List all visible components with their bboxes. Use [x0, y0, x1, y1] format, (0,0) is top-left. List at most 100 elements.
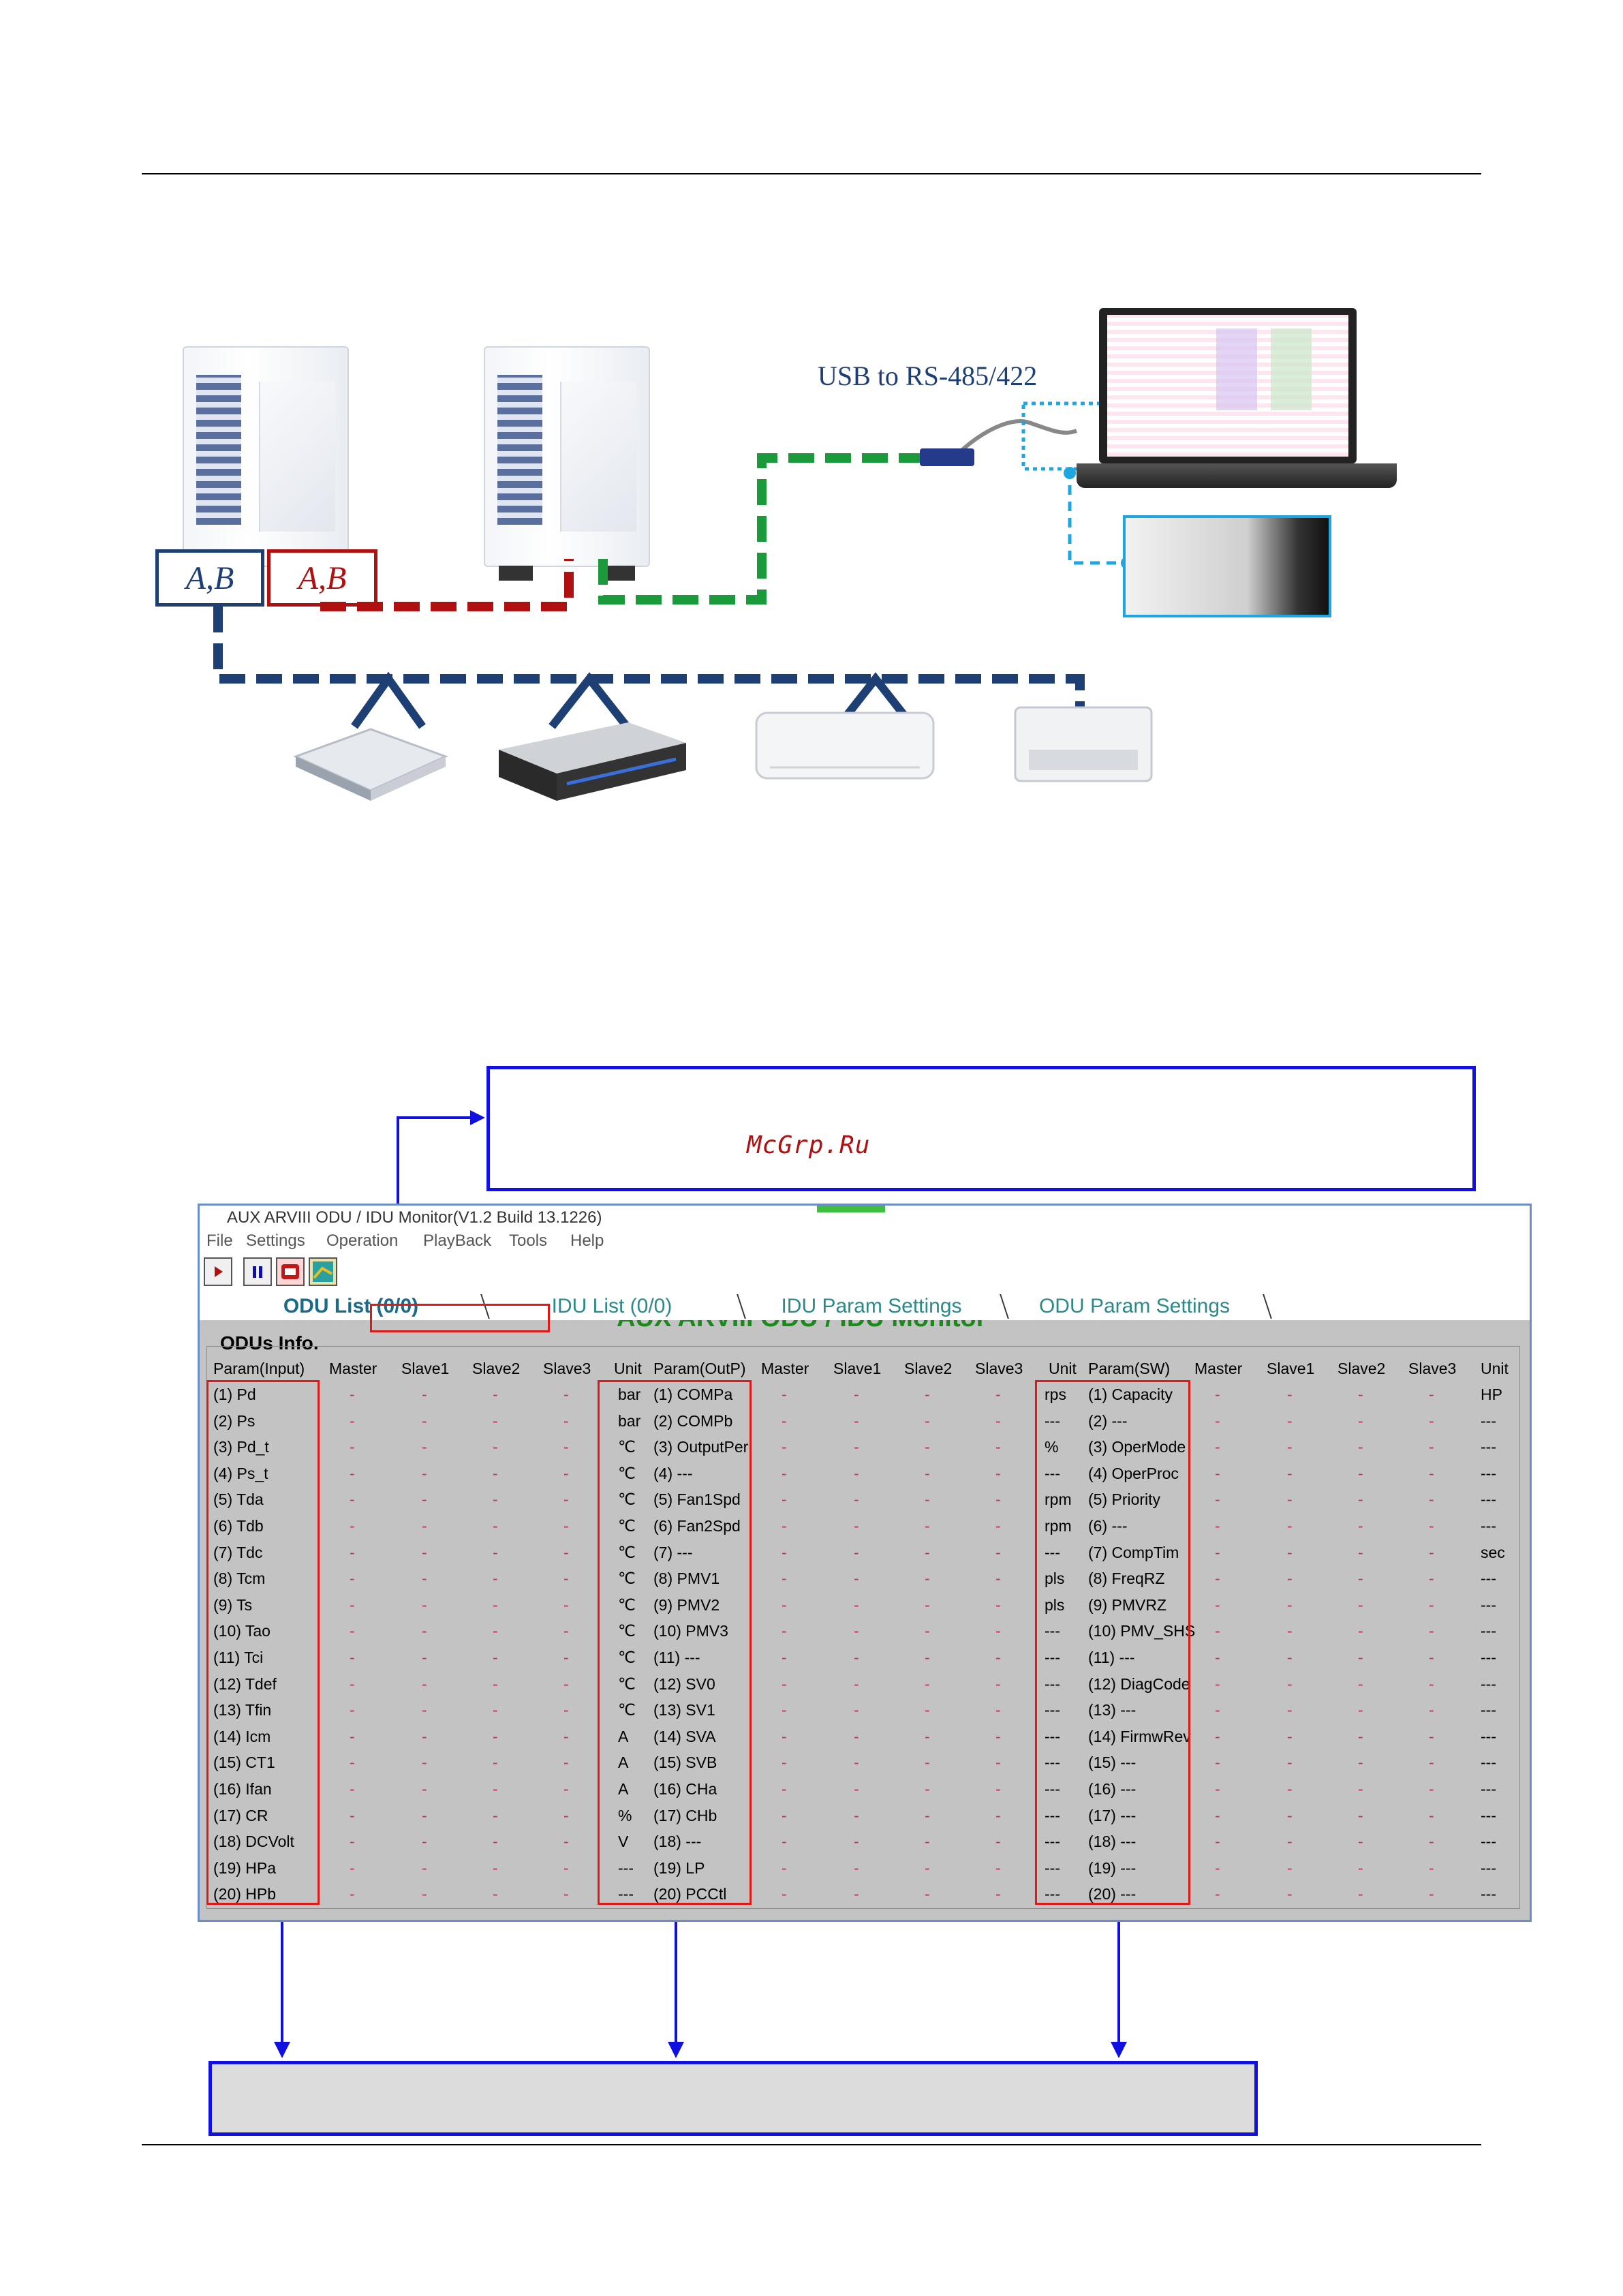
- sw-value: -: [1429, 1438, 1434, 1456]
- column-header: Slave3: [975, 1360, 1023, 1377]
- input-value: -: [563, 1543, 569, 1561]
- tab-odu-param-settings[interactable]: ODU Param Settings: [1005, 1294, 1264, 1319]
- output-value: -: [995, 1490, 1001, 1509]
- sw-value: -: [1287, 1885, 1293, 1903]
- bottom-rule: [142, 2144, 1481, 2145]
- output-value: -: [782, 1754, 787, 1772]
- sw-param-label: (5) Priority: [1088, 1490, 1161, 1509]
- output-value: -: [854, 1438, 859, 1456]
- output-value: -: [995, 1543, 1001, 1561]
- sw-value: -: [1429, 1464, 1434, 1482]
- sw-value: -: [1358, 1727, 1363, 1745]
- output-param-label: (1) COMPa: [653, 1386, 733, 1403]
- callout-connector-horizontal: [397, 1116, 472, 1119]
- sw-param-label: (10) PMV_SHS: [1088, 1622, 1196, 1640]
- sw-value: -: [1358, 1674, 1363, 1693]
- sw-param-label: (19) ---: [1088, 1858, 1137, 1877]
- input-value: -: [422, 1649, 427, 1666]
- input-unit: ℃: [618, 1595, 636, 1614]
- column-header: Param(Input): [213, 1360, 305, 1377]
- column-header: Slave1: [1267, 1360, 1315, 1377]
- input-value: -: [422, 1595, 427, 1614]
- menu-settings[interactable]: Settings: [246, 1231, 305, 1250]
- arrow-head-output: [668, 2042, 684, 2058]
- laptop-icon: [1099, 308, 1357, 463]
- tab-idu-list[interactable]: IDU List (0/0): [486, 1294, 738, 1319]
- output-value: -: [995, 1517, 1001, 1535]
- input-param-label: (7) Tdc: [213, 1543, 263, 1561]
- sw-value: -: [1215, 1464, 1220, 1482]
- output-value: -: [854, 1595, 859, 1614]
- output-unit: rpm: [1045, 1490, 1072, 1509]
- sw-params-highlight: [1035, 1380, 1190, 1905]
- input-value: -: [493, 1411, 498, 1430]
- sw-value: -: [1358, 1833, 1363, 1851]
- input-value: -: [422, 1885, 427, 1903]
- input-param-label: (9) Ts: [213, 1595, 253, 1614]
- sw-value: -: [1215, 1754, 1220, 1772]
- menu-file[interactable]: File: [206, 1231, 233, 1250]
- input-value: -: [422, 1411, 427, 1430]
- input-value: -: [563, 1438, 569, 1456]
- input-value: -: [493, 1674, 498, 1693]
- output-value: -: [854, 1754, 859, 1772]
- output-value: -: [782, 1674, 787, 1693]
- output-value: -: [925, 1490, 930, 1509]
- output-param-label: (3) OutputPer: [653, 1438, 749, 1456]
- input-value: -: [422, 1490, 427, 1509]
- play-button[interactable]: [204, 1257, 232, 1286]
- sw-value: -: [1215, 1885, 1220, 1903]
- usb-port-photo: [1123, 515, 1331, 617]
- sw-unit: HP: [1481, 1386, 1502, 1403]
- output-value: -: [995, 1727, 1001, 1745]
- output-unit: ---: [1045, 1858, 1060, 1877]
- input-value: -: [563, 1622, 569, 1640]
- callout-arrow: [470, 1110, 485, 1125]
- output-value: -: [782, 1464, 787, 1482]
- menu-tools[interactable]: Tools: [509, 1231, 548, 1250]
- connect-button[interactable]: [276, 1257, 305, 1286]
- sw-param-label: (17) ---: [1088, 1806, 1137, 1824]
- output-value: -: [782, 1543, 787, 1561]
- input-value: -: [563, 1833, 569, 1851]
- input-value: -: [493, 1438, 498, 1456]
- input-param-label: (18) DCVolt: [213, 1833, 294, 1851]
- menu-help[interactable]: Help: [570, 1231, 604, 1250]
- sw-param-label: (16) ---: [1088, 1780, 1137, 1798]
- sw-value: -: [1287, 1701, 1293, 1719]
- map-button[interactable]: [309, 1257, 337, 1286]
- output-param-label: (11) ---: [653, 1649, 700, 1666]
- output-value: -: [925, 1386, 930, 1403]
- sw-value: -: [1215, 1438, 1220, 1456]
- menu-operation[interactable]: Operation: [326, 1231, 399, 1250]
- menu-playback[interactable]: PlayBack: [423, 1231, 492, 1250]
- output-value: -: [854, 1543, 859, 1561]
- sw-value: -: [1429, 1727, 1434, 1745]
- sw-value: -: [1358, 1517, 1363, 1535]
- output-value: -: [782, 1833, 787, 1851]
- sw-value: -: [1215, 1595, 1220, 1614]
- input-unit: A: [618, 1754, 629, 1772]
- output-unit: rps: [1045, 1386, 1066, 1403]
- column-header: Master: [1194, 1360, 1243, 1377]
- sw-value: -: [1215, 1780, 1220, 1798]
- tab-odu-list[interactable]: ODU List (0/0): [220, 1294, 482, 1319]
- output-value: -: [995, 1570, 1001, 1588]
- output-value: -: [925, 1674, 930, 1693]
- input-value: -: [422, 1386, 427, 1403]
- input-params-highlight: [206, 1380, 320, 1905]
- sw-param-label: (11) ---: [1088, 1649, 1135, 1666]
- output-unit: ---: [1045, 1649, 1060, 1666]
- column-header: Slave2: [904, 1360, 953, 1377]
- output-param-label: (14) SVA: [653, 1727, 716, 1745]
- output-value: -: [995, 1411, 1001, 1430]
- sw-unit: ---: [1481, 1570, 1496, 1588]
- output-value: -: [782, 1885, 787, 1903]
- output-value: -: [995, 1438, 1001, 1456]
- output-value: -: [854, 1674, 859, 1693]
- pause-button[interactable]: [243, 1257, 272, 1286]
- tab-idu-param-settings[interactable]: IDU Param Settings: [742, 1294, 1001, 1319]
- output-value: -: [925, 1858, 930, 1877]
- input-unit: ℃: [618, 1570, 636, 1588]
- sw-param-label: (7) CompTim: [1088, 1543, 1179, 1561]
